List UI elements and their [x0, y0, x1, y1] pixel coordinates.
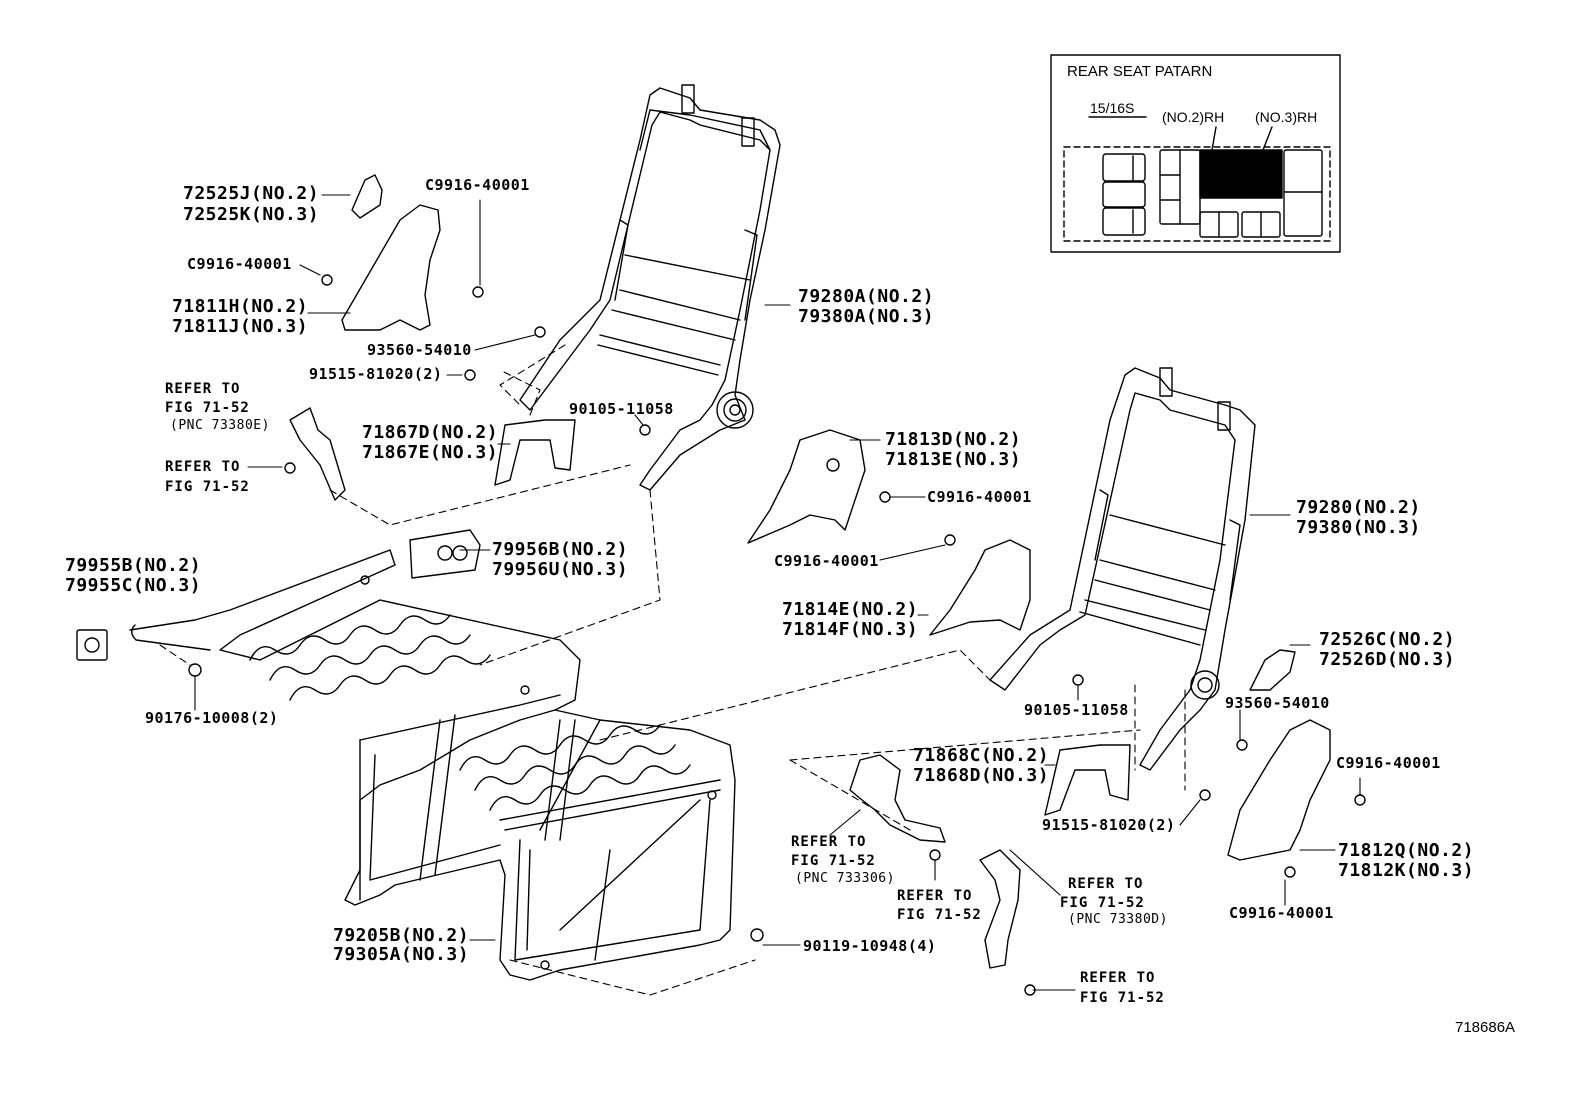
part-label: 71868D(NO.3) — [913, 765, 1050, 786]
refer-label: REFER TO — [1068, 876, 1144, 892]
seatback-frame-right — [989, 367, 1256, 771]
inset-no3-rh: (NO.3)RH — [1255, 109, 1318, 125]
part-label: 79955B(NO.2) — [65, 555, 202, 576]
refer-label: FIG 71-52 — [165, 400, 250, 416]
part-label: 71813E(NO.3) — [885, 449, 1022, 470]
buckle-lower — [979, 849, 1021, 969]
part-label: 93560-54010 — [367, 341, 472, 359]
part-label: C9916-40001 — [774, 552, 879, 570]
part-label: 79280(NO.2) — [1296, 497, 1421, 518]
refer-label: FIG 71-52 — [1060, 895, 1145, 911]
inset-no2-rh: (NO.2)RH — [1162, 109, 1225, 125]
seat-cushion-frame — [129, 549, 736, 981]
refer-label: REFER TO — [165, 459, 241, 475]
dashed-lines — [159, 344, 1186, 996]
part-label: 71812K(NO.3) — [1338, 860, 1475, 881]
refer-label: REFER TO — [897, 888, 973, 904]
part-label: 91515-81020(2) — [309, 365, 443, 383]
part-label: 79380A(NO.3) — [798, 306, 935, 327]
figure-id: 718686A — [1455, 1019, 1516, 1036]
cover-71812 — [1227, 719, 1331, 861]
cover-71814 — [929, 539, 1031, 636]
part-label: 71811J(NO.3) — [172, 316, 309, 337]
part-label: 72526C(NO.2) — [1319, 629, 1456, 650]
part-label: C9916-40001 — [927, 488, 1032, 506]
inset-title: REAR SEAT PATARN — [1067, 63, 1213, 80]
part-label: 79305A(NO.3) — [333, 944, 470, 965]
refer-label: FIG 71-52 — [897, 907, 982, 923]
bolts — [188, 274, 1366, 996]
part-label: C9916-40001 — [187, 255, 292, 273]
part-label: 71811H(NO.2) — [172, 296, 309, 317]
refer-label: REFER TO — [165, 381, 241, 397]
refer-label: FIG 71-52 — [165, 479, 250, 495]
refer-pnc: (PNC 73380E) — [170, 418, 270, 433]
part-label: 79955C(NO.3) — [65, 575, 202, 596]
part-label: 79280A(NO.2) — [798, 286, 935, 307]
cap-72525 — [351, 174, 383, 219]
part-label: 90105-11058 — [1024, 701, 1129, 719]
rear-seat-pattern-inset — [1050, 54, 1341, 253]
part-label: 72526D(NO.3) — [1319, 649, 1456, 670]
part-label: 71814E(NO.2) — [782, 599, 919, 620]
part-label: 71812Q(NO.2) — [1338, 840, 1475, 861]
part-label: 90119-10948(4) — [803, 937, 937, 955]
part-label: 79380(NO.3) — [1296, 517, 1421, 538]
part-label: 72525K(NO.3) — [183, 204, 320, 225]
part-label: 71868C(NO.2) — [913, 745, 1050, 766]
bracket-71867 — [494, 419, 576, 486]
cap-72526 — [1249, 649, 1296, 691]
refer-pnc: (PNC 733306) — [795, 871, 895, 886]
cover-71811 — [341, 204, 441, 331]
part-label: 93560-54010 — [1225, 694, 1330, 712]
refer-label: FIG 71-52 — [1080, 990, 1165, 1006]
part-label: 79205B(NO.2) — [333, 925, 470, 946]
part-label: 71867D(NO.2) — [362, 422, 499, 443]
part-label: C9916-40001 — [425, 176, 530, 194]
part-label: 79956U(NO.3) — [492, 559, 629, 580]
part-label: 91515-81020(2) — [1042, 816, 1176, 834]
pad-79955 — [76, 629, 108, 661]
part-label: C9916-40001 — [1336, 754, 1441, 772]
part-label: 79956B(NO.2) — [492, 539, 629, 560]
refer-label: FIG 71-52 — [791, 853, 876, 869]
part-label: 72525J(NO.2) — [183, 183, 320, 204]
cover-71813 — [747, 429, 866, 544]
part-label: 71814F(NO.3) — [782, 619, 919, 640]
seatback-frame-left — [519, 84, 781, 491]
refer-label: REFER TO — [791, 834, 867, 850]
refer-pnc: (PNC 73380D) — [1068, 912, 1168, 927]
leader-lines — [194, 194, 1361, 991]
plate-79956 — [409, 529, 481, 579]
part-label: 71867E(NO.3) — [362, 442, 499, 463]
part-label: C9916-40001 — [1229, 904, 1334, 922]
buckle-upper — [289, 407, 346, 501]
part-label: 71813D(NO.2) — [885, 429, 1022, 450]
refer-label: REFER TO — [1080, 970, 1156, 986]
part-label: 90176-10008(2) — [145, 709, 279, 727]
inset-code: 15/16S — [1090, 100, 1135, 116]
part-label: 90105-11058 — [569, 400, 674, 418]
bracket-71868 — [1044, 744, 1131, 816]
